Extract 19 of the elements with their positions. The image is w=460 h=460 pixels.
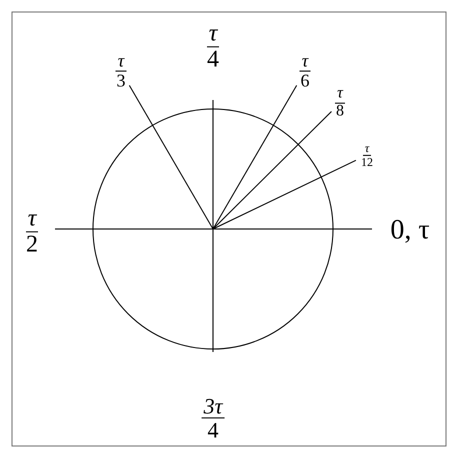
leader-line — [212, 84, 298, 230]
angle-label: 0, τ — [390, 215, 430, 245]
fraction-denominator: 4 — [206, 48, 220, 73]
fraction-numerator: τ — [362, 142, 372, 156]
fraction-numerator: 3τ — [202, 394, 224, 418]
leader-line — [212, 160, 356, 230]
fraction-numerator: τ — [26, 206, 38, 232]
fraction-denominator: 8 — [335, 104, 345, 120]
fraction-numerator: τ — [206, 21, 220, 48]
fraction-denominator: 12 — [360, 156, 374, 168]
fraction-numerator: τ — [116, 52, 126, 72]
fraction-numerator: τ — [300, 52, 310, 72]
fraction-denominator: 3 — [116, 72, 126, 90]
leader-line — [128, 84, 214, 230]
fraction-denominator: 4 — [206, 418, 220, 442]
fraction-denominator: 6 — [300, 72, 310, 90]
fraction-denominator: 2 — [25, 232, 39, 258]
leader-line — [212, 110, 332, 230]
fraction-numerator: τ — [335, 86, 345, 104]
